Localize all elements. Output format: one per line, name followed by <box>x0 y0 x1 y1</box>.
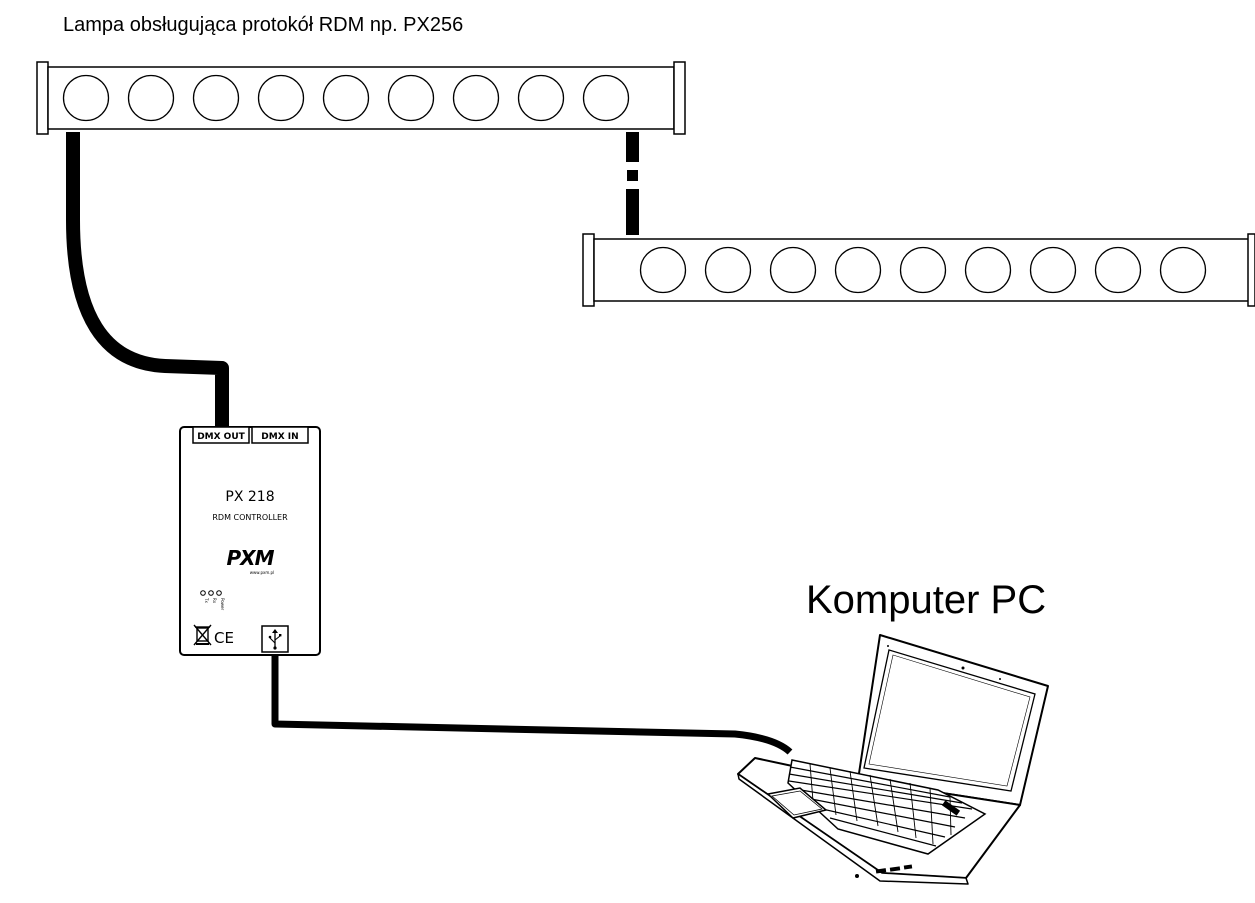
lamp-1-right-cap <box>673 61 686 135</box>
lamp-2-led <box>1029 246 1077 294</box>
weee-bin-icon <box>193 624 212 646</box>
lamp-2-led <box>964 246 1012 294</box>
dmx-in-label: DMX IN <box>261 432 298 442</box>
laptop-keyboard <box>787 759 987 855</box>
dmx-out-port <box>192 426 250 444</box>
rx-led <box>208 590 214 596</box>
lamp-2-led <box>639 246 687 294</box>
lamp-1-led <box>582 74 630 122</box>
rx-led-label: Rx <box>212 598 217 604</box>
usb-cable <box>271 655 793 755</box>
lamp-2-led <box>1159 246 1207 294</box>
laptop-touchpad <box>766 787 828 819</box>
tx-led-label: Tx <box>204 597 209 603</box>
dmx-cable <box>66 132 229 432</box>
lamp-1-led <box>452 74 500 122</box>
lamp-1-led <box>62 74 110 122</box>
laptop-hinge-bar <box>941 800 961 816</box>
lamp-1-led <box>322 74 370 122</box>
power-led <box>216 590 222 596</box>
lamp-1-led <box>387 74 435 122</box>
dmx-in-port <box>251 426 309 444</box>
controller-subtitle: RDM CONTROLLER <box>212 513 288 522</box>
lamp-1-led <box>517 74 565 122</box>
rdm-controller: DMX OUT DMX IN PX 218 RDM CONTROLLER PXM… <box>179 426 321 656</box>
lamp-2-leds <box>639 246 1207 294</box>
pc-label: Komputer PC <box>806 578 1047 622</box>
pxm-logo: PXM <box>227 546 275 570</box>
webcam-icon <box>961 666 965 670</box>
laptop <box>737 634 1049 885</box>
lamp-2-led <box>1094 246 1142 294</box>
dmx-out-label: DMX OUT <box>197 432 245 442</box>
daisy-chain-cable <box>626 132 639 235</box>
status-leds: Tx Rx Power <box>200 590 225 610</box>
usb-icon <box>268 629 282 650</box>
lamp-2-led <box>899 246 947 294</box>
usb-port <box>261 625 289 653</box>
lamp-2-led <box>769 246 817 294</box>
diagram-title: Lampa obsługująca protokół RDM np. PX256 <box>63 14 464 36</box>
controller-model: PX 218 <box>225 489 274 505</box>
controller-body <box>179 426 321 656</box>
laptop-side-ports <box>855 864 913 878</box>
lamp-2-left-cap <box>582 233 595 307</box>
lamp-1-led <box>192 74 240 122</box>
lamp-1 <box>36 61 686 135</box>
tx-led <box>200 590 206 596</box>
lamp-2-right-cap <box>1247 233 1255 307</box>
lamp-2 <box>582 233 1255 307</box>
lamp-1-leds <box>62 74 630 122</box>
power-led-label: Power <box>220 598 225 610</box>
lamp-1-left-cap <box>36 61 49 135</box>
lamp-2-led <box>704 246 752 294</box>
lamp-1-led <box>127 74 175 122</box>
pxm-url: www.pxm.pl <box>250 570 274 575</box>
lamp-1-led <box>257 74 305 122</box>
lamp-2-led <box>834 246 882 294</box>
ce-mark: CE <box>214 629 234 647</box>
